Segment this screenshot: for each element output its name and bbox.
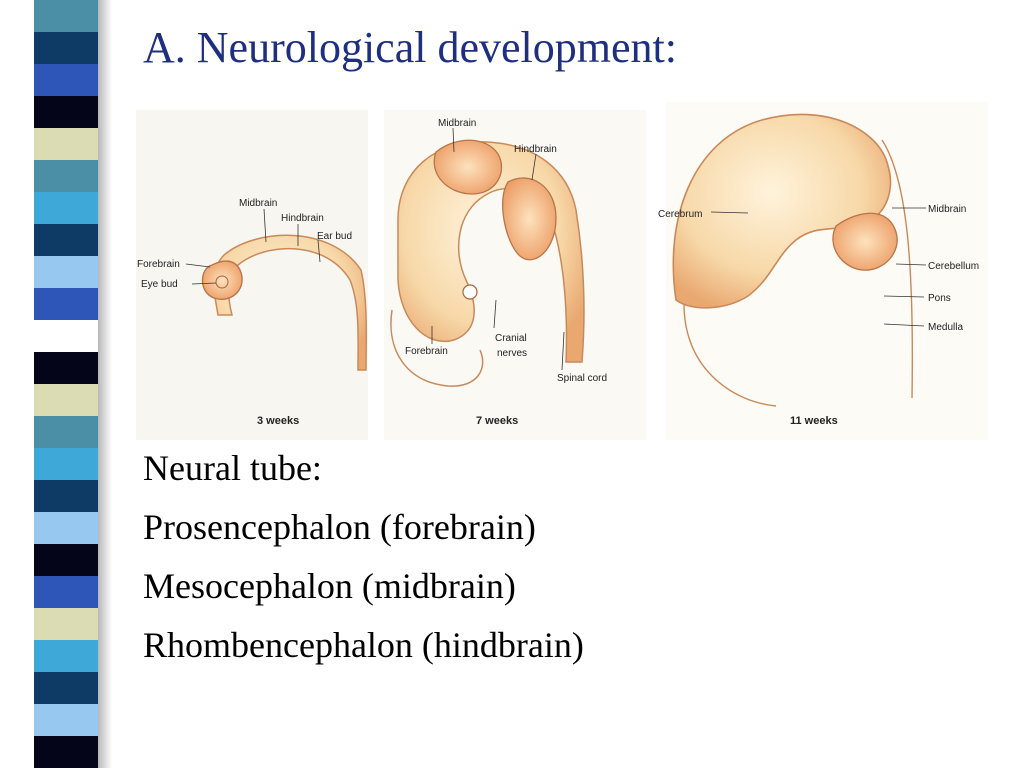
cerebellum-11-weeks [832,212,898,271]
stripe-segment [34,672,98,705]
stripe-segment [34,480,98,513]
stripe-segment [34,608,98,641]
stripe-segment [34,736,98,768]
eye-7-weeks [462,284,478,300]
stripe-segment [34,128,98,161]
leader-eyebud-3w [191,282,217,285]
panel-11-weeks: Cerebrum Midbrain Cerebellum Pons Medull… [658,102,988,440]
leader-medulla-11w [883,323,925,327]
leader-cranial-7w [493,299,497,329]
hindbrain-region-7-weeks [502,177,557,261]
label-earbud-3w: Ear bud [317,231,352,242]
label-midbrain-7w: Midbrain [438,118,476,129]
leader-hindbrain-7w [531,153,537,181]
label-spinal-cord-7w: Spinal cord [557,373,607,384]
prosencephalon-line: Prosencephalon (forebrain) [143,507,536,547]
label-hindbrain-3w: Hindbrain [281,213,324,224]
stripe-segment [34,384,98,417]
leader-cerebellum-11w [895,263,927,266]
label-pons-11w: Pons [928,293,951,304]
leader-spinal-7w [561,331,565,371]
stripe-segment [34,544,98,577]
cerebrum-11-weeks [672,113,892,309]
face-outline-11-weeks [683,303,777,407]
caption-11-weeks: 11 weeks [790,415,838,427]
brain-development-figure: Midbrain Hindbrain Ear bud Forebrain Eye… [136,102,988,440]
stripe-segment [34,288,98,321]
midbrain-bulge-7-weeks [433,139,503,195]
caption-3-weeks: 3 weeks [257,415,299,427]
panel-7-weeks: Midbrain Hindbrain Forebrain Cranial ner… [384,110,646,440]
slide-title: A. Neurological development: [143,23,677,72]
stripe-segment [34,448,98,481]
label-forebrain-3w: Forebrain [137,259,180,270]
stripe-segment [34,64,98,97]
label-cerebrum-11w: Cerebrum [658,209,702,220]
rhombencephalon-line: Rhombencephalon (hindbrain) [143,625,584,665]
stripe-segment [34,416,98,449]
stripe-segment [34,224,98,257]
stripe-segment [34,640,98,673]
leader-midbrain-7w [452,127,455,153]
stripe-segment [34,512,98,545]
label-forebrain-7w: Forebrain [405,346,448,357]
label-eyebud-3w: Eye bud [141,279,178,290]
stripe-segment [34,192,98,225]
stripe-segment [34,0,98,33]
label-midbrain-3w: Midbrain [239,198,277,209]
leader-cerebrum-11w [710,211,749,214]
stripe-segment [34,352,98,385]
stripe-segment [34,32,98,65]
stripe-segment [34,160,98,193]
label-nerves-7w: nerves [497,348,527,359]
stripe-bar-shadow [98,0,112,768]
stripe-segment [34,320,98,353]
panel-3-weeks: Midbrain Hindbrain Ear bud Forebrain Eye… [136,110,368,440]
label-medulla-11w: Medulla [928,322,963,333]
embryo-head-3-weeks [201,260,243,300]
leader-forebrain-3w [185,263,211,268]
stripe-segment [34,96,98,129]
label-cranial-7w: Cranial [495,333,527,344]
face-outline-7-weeks [390,309,484,387]
leader-earbud-3w [317,239,321,263]
panel-3-weeks-background [136,110,368,440]
label-cerebellum-11w: Cerebellum [928,261,979,272]
stripe-segment [34,576,98,609]
caption-7-weeks: 7 weeks [476,415,518,427]
neural-tube-3-weeks [212,234,368,371]
label-midbrain-11w: Midbrain [928,204,966,215]
stripe-segment [34,256,98,289]
eye-bud-3-weeks [215,275,229,289]
head-outline-11-weeks [881,139,914,399]
leader-pons-11w [883,295,925,298]
leader-midbrain-3w [263,208,267,243]
decorative-stripe-bar [34,0,98,768]
mesocephalon-line: Mesocephalon (midbrain) [143,566,516,606]
neural-tube-heading: Neural tube: [143,448,322,488]
label-hindbrain-7w: Hindbrain [514,144,557,155]
stripe-segment [34,704,98,737]
